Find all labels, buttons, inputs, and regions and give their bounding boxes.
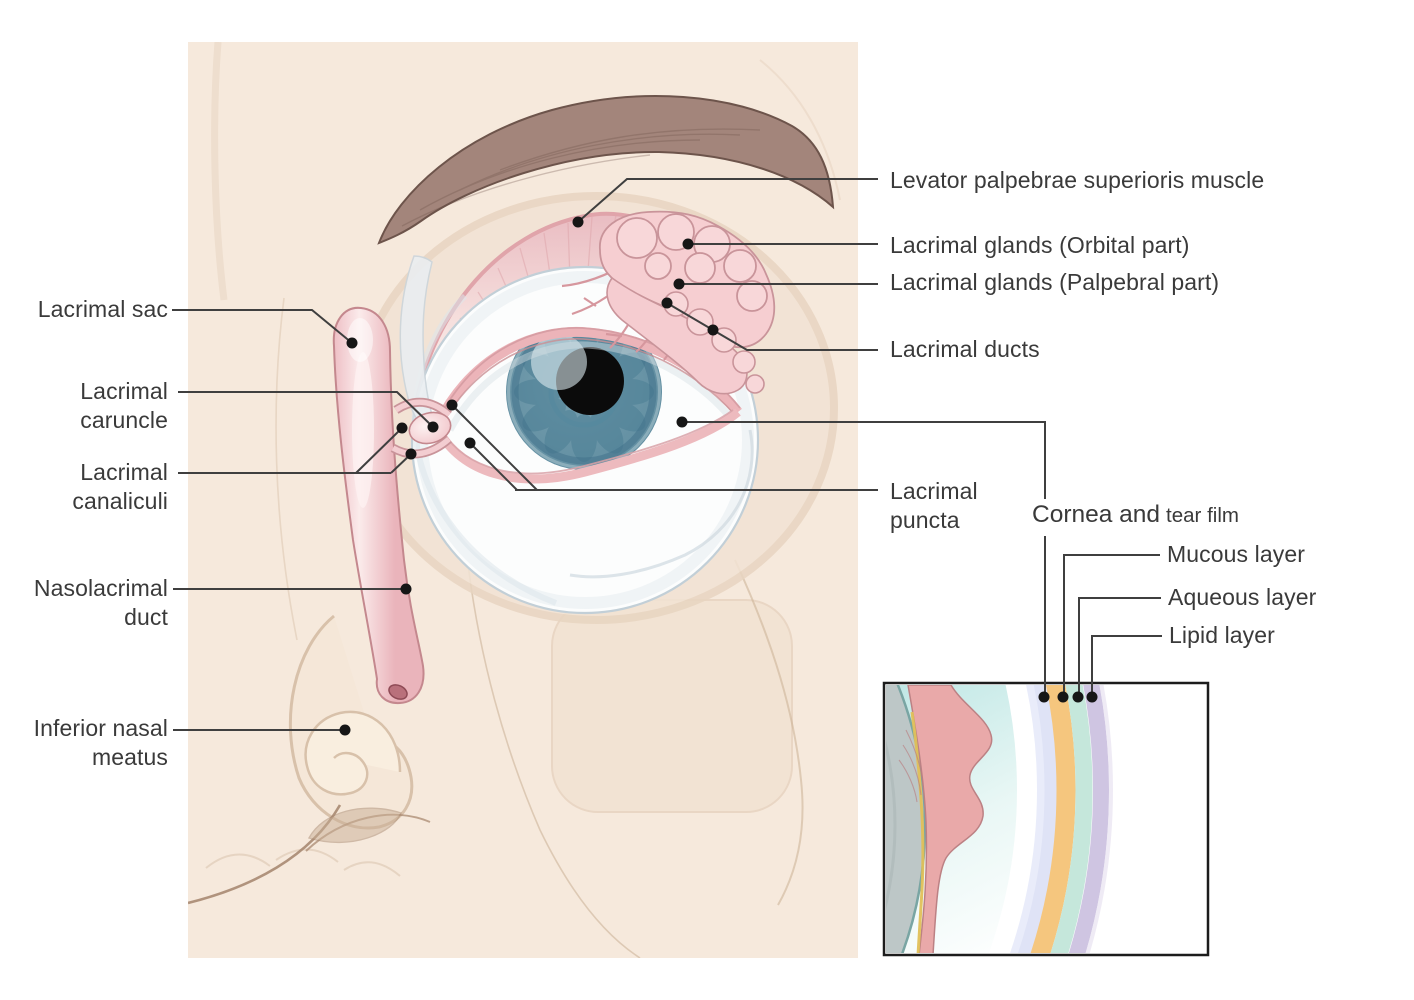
lacrimal-gland-orbital: [599, 210, 776, 349]
duct-opening: [388, 684, 408, 700]
eye-highlight: [531, 334, 587, 390]
mucous-layer-band: [1030, 685, 1076, 953]
label-levator-palpebrae: Levator palpebrae superioris muscle: [890, 167, 1265, 193]
label-lacrimal-caruncle: Lacrimal caruncle: [80, 378, 168, 433]
lacrimal-canaliculi: [390, 397, 452, 459]
lipid-layer-band: [1068, 685, 1109, 953]
label-lacrimal-glands-palpebral: Lacrimal glands (Palpebral part): [890, 269, 1220, 295]
cornea-inset: [882, 681, 1210, 957]
face-illustration: [188, 42, 858, 958]
label-inferior-nasal-meatus: Inferior nasal meatus: [33, 715, 168, 770]
label-lacrimal-sac: Lacrimal sac: [37, 296, 168, 322]
label-lacrimal-puncta: Lacrimal puncta: [890, 478, 978, 533]
label-lacrimal-glands-orbital: Lacrimal glands (Orbital part): [890, 232, 1190, 258]
inferior-nasal-meatus: [188, 614, 431, 905]
label-mucous-layer: Mucous layer: [1167, 541, 1305, 567]
cornea-label-primary: Cornea and: [1032, 501, 1161, 528]
aqueous-layer-band: [1050, 685, 1093, 953]
lower-eyelid: [434, 408, 741, 484]
leader-lines: [172, 178, 1162, 731]
leader-dots: [339, 216, 1098, 736]
label-aqueous-layer: Aqueous layer: [1168, 584, 1317, 610]
label-lipid-layer: Lipid layer: [1169, 622, 1275, 648]
cornea-band: [988, 685, 1043, 953]
label-lacrimal-canaliculi: Lacrimal canaliculi: [72, 459, 168, 514]
iris: [446, 331, 738, 470]
label-nasolacrimal-duct: Nasolacrimal duct: [33, 575, 168, 630]
cornea-label-secondary: tear film: [1166, 504, 1239, 527]
eyebrow: [377, 95, 835, 245]
label-lacrimal-ducts: Lacrimal ducts: [890, 336, 1040, 362]
lacrimal-gland-palpebral: [606, 276, 765, 395]
tear-film-layers: [988, 685, 1113, 953]
inset-iris: [898, 685, 993, 953]
